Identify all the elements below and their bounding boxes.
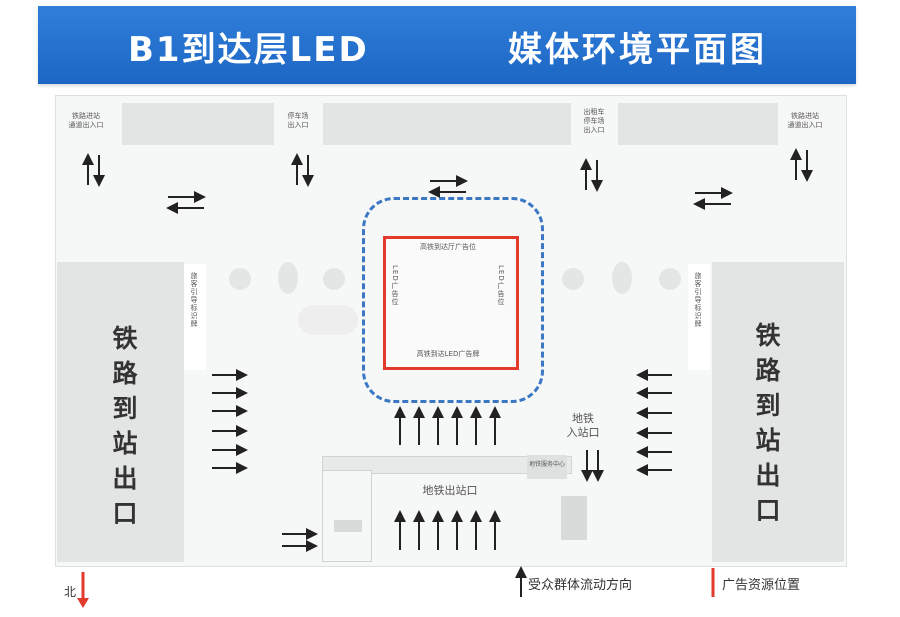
label-top-left-exit: 铁路进站 通道出入口 [68, 112, 104, 129]
column [612, 262, 632, 294]
left-exit-block [57, 262, 184, 562]
metro-entry-block [561, 496, 587, 540]
top-strip-mid [323, 103, 571, 145]
metro-service-label: 地铁服务中心 [528, 461, 565, 468]
metro-exit-label: 地铁出站口 [422, 484, 478, 497]
ad-label-right: LED广告位 [497, 265, 505, 306]
right-exit-label: 铁路到站出口 [752, 322, 781, 532]
metro-exit-frame [322, 470, 372, 562]
right-pillar [688, 264, 710, 370]
label-top-mid-right: 出租车 停车场 出入口 [583, 108, 605, 134]
left-pillar [184, 264, 206, 370]
top-strip-right [618, 103, 778, 145]
ad-label-bottom: 高铁到达LED广告牌 [416, 350, 480, 358]
column [659, 268, 681, 290]
label-top-right-exit: 铁路进站 通道出入口 [787, 112, 823, 129]
title-left: B1到达层LED [128, 30, 369, 70]
metro-service-box [527, 455, 567, 479]
metro-entry-label: 地铁 入站口 [566, 412, 600, 439]
left-exit-label: 铁路到站出口 [109, 325, 138, 535]
column-faded [298, 305, 358, 335]
label-top-mid-left: 停车场 出入口 [287, 112, 309, 129]
column [278, 262, 298, 294]
top-strip-left [122, 103, 274, 145]
metro-exit-structure [322, 456, 572, 474]
column [323, 268, 345, 290]
title-right: 媒体环境平面图 [508, 30, 767, 70]
ad-zone-outline [362, 197, 544, 403]
compass-label: 北 [64, 585, 77, 599]
column [229, 268, 251, 290]
legend-flow: 受众群体流动方向 [528, 578, 633, 593]
ad-resource-box [383, 236, 519, 370]
ad-label-top: 高铁到达厅广告位 [420, 243, 476, 251]
compass-arrow-head [77, 598, 89, 608]
legend-ad: 广告资源位置 [722, 578, 801, 593]
left-pillar-label: 旅客引导标识牌 [190, 272, 198, 328]
column [562, 268, 584, 290]
right-pillar-label: 旅客引导标识牌 [694, 272, 702, 328]
title-banner: B1到达层LED 媒体环境平面图 [38, 6, 856, 84]
small-box [334, 520, 362, 532]
ad-label-left: LED广告位 [391, 265, 399, 306]
right-exit-block [712, 262, 844, 562]
